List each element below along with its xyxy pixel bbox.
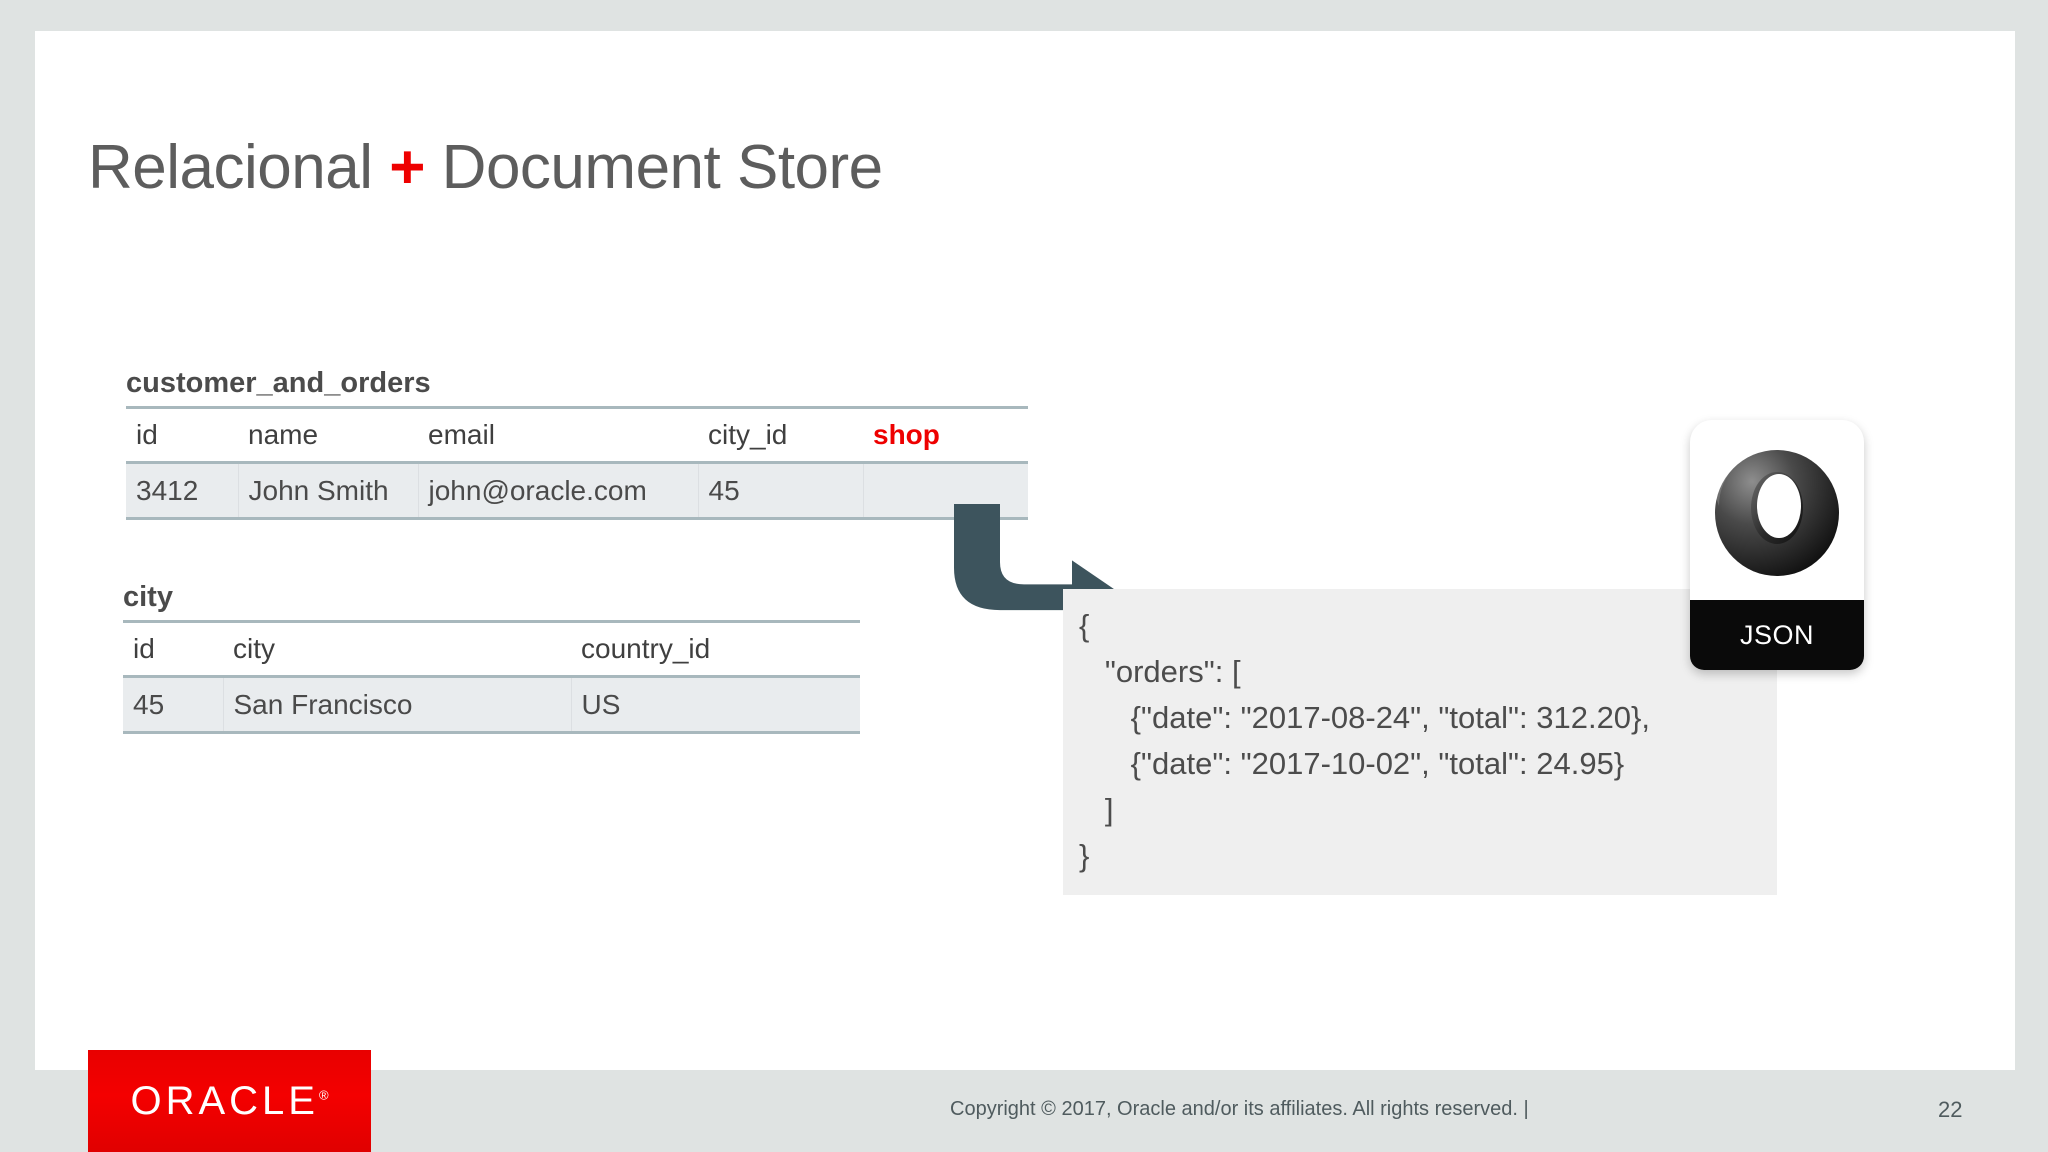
json-logo-band: JSON — [1690, 600, 1864, 670]
table-header-row: id name email city_id shop — [126, 407, 1028, 463]
cell-shop — [862, 462, 1028, 519]
json-code-text: { "orders": [ {"date": "2017-08-24", "to… — [1079, 608, 1651, 873]
column-header-id[interactable]: id — [133, 633, 155, 665]
copyright-text: Copyright © 2017, Oracle and/or its affi… — [950, 1098, 1529, 1120]
cell-id: 3412 — [136, 474, 199, 506]
page-title-plus: + — [389, 133, 425, 202]
json-logo: JSON — [1690, 420, 1864, 670]
page-number: 22 — [1938, 1097, 1963, 1122]
json-logo-label: JSON — [1739, 619, 1814, 650]
column-header-email[interactable]: email — [428, 419, 495, 451]
table-row[interactable]: 3412 John Smith john@oracle.com 45 — [126, 462, 1028, 519]
page-title-part-2: Document Store — [424, 133, 883, 202]
registered-mark: ® — [318, 1087, 329, 1103]
json-document-panel: { "orders": [ {"date": "2017-08-24", "to… — [1063, 589, 1777, 895]
cell-id: 45 — [133, 688, 165, 720]
column-header-shop[interactable]: shop — [873, 419, 940, 451]
table-header-row: id city country_id — [123, 621, 860, 677]
json-logo-card: JSON — [1690, 420, 1864, 670]
table-caption: customer_and_orders — [126, 367, 431, 399]
table-block-customer-and-orders: customer_and_orders id name email city_i… — [126, 367, 1028, 520]
table-block-city: city id city country_id 45 San Francisco… — [123, 581, 860, 734]
table-city: id city country_id 45 San Francisco US — [123, 620, 860, 734]
column-header-city[interactable]: city — [233, 633, 275, 665]
slide-canvas: Relacional + Document Store customer_and… — [35, 31, 2015, 1070]
table-customer-and-orders: id name email city_id shop 3412 John Smi… — [126, 406, 1028, 520]
column-header-name[interactable]: name — [248, 419, 319, 451]
column-header-country-id[interactable]: country_id — [581, 633, 711, 665]
oracle-wordmark: ORACLE® — [130, 1081, 328, 1121]
oracle-brand-text: ORACLE — [130, 1079, 319, 1123]
page-title: Relacional + Document Store — [88, 137, 883, 199]
page-title-part-1: Relacional — [88, 133, 390, 202]
json-ring-icon — [1690, 420, 1864, 600]
column-header-id[interactable]: id — [136, 419, 158, 451]
cell-city-id: 45 — [697, 462, 863, 519]
cell-email: john@oracle.com — [417, 462, 698, 519]
table-row[interactable]: 45 San Francisco US — [123, 676, 860, 733]
table-caption: city — [123, 581, 173, 613]
oracle-logo: ORACLE® — [88, 1050, 371, 1152]
column-header-city-id[interactable]: city_id — [708, 419, 788, 451]
cell-name: John Smith — [237, 462, 418, 519]
cell-country-id: US — [570, 676, 860, 733]
cell-city: San Francisco — [222, 676, 571, 733]
